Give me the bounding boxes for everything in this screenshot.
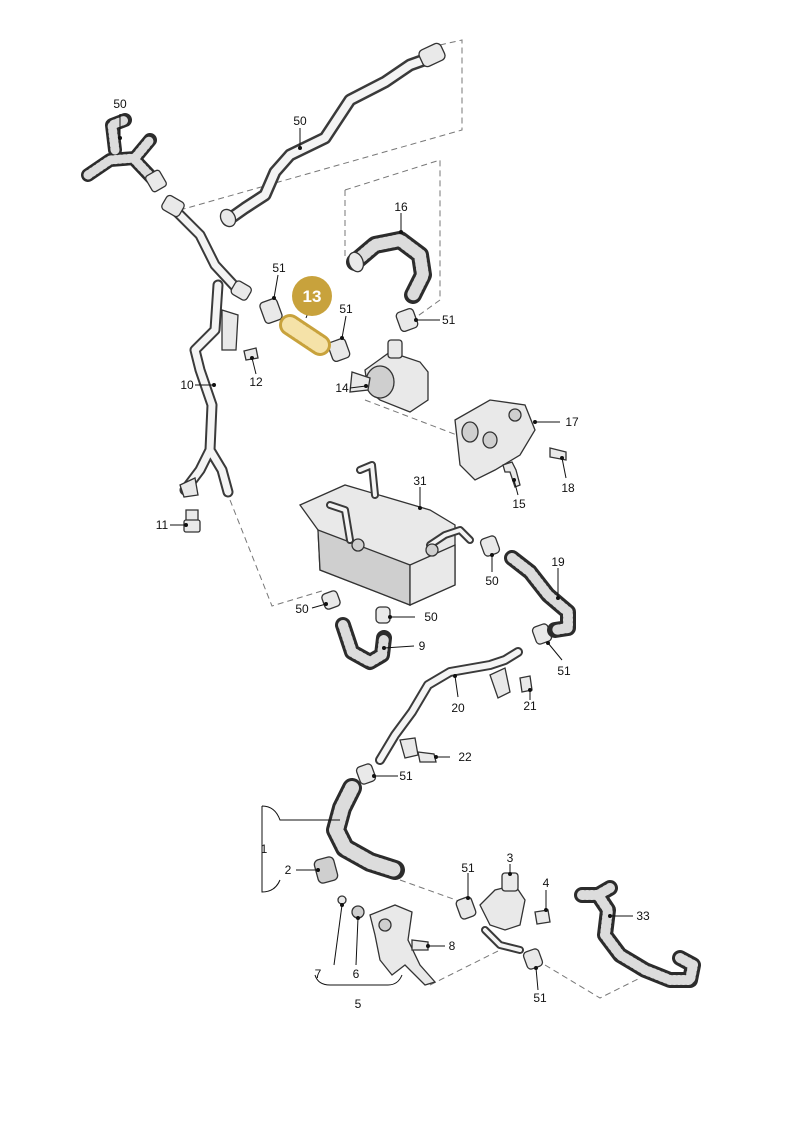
part-8-bolt[interactable] [411, 939, 429, 951]
leader-dots [118, 136, 612, 970]
part-9-hose[interactable] [335, 617, 392, 670]
callout-16: 16 [394, 200, 408, 214]
part-3-valve[interactable] [479, 872, 526, 954]
callout-51-upper-left: 51 [272, 261, 286, 275]
part-19-hose[interactable] [504, 550, 576, 638]
clamp-51-upper-left[interactable] [259, 298, 283, 325]
callout-32: 50 [293, 114, 307, 128]
callout-12: 12 [249, 375, 263, 389]
callout-50-lower: 51 [399, 769, 413, 783]
callout-50-right: 50 [485, 574, 499, 588]
part-15-bolt[interactable] [502, 461, 521, 488]
part-17-bracket[interactable] [454, 399, 536, 481]
part-22-bolt[interactable] [417, 751, 437, 763]
part-32-pipe[interactable] [217, 42, 446, 230]
part-4-bolt[interactable] [534, 909, 551, 925]
part-33-hose[interactable] [81, 113, 167, 193]
callout-8: 8 [449, 939, 456, 953]
clamp-51-lower-left[interactable] [455, 896, 477, 920]
callout-31: 33 [636, 909, 650, 923]
part-1-hose[interactable] [326, 778, 405, 880]
callout-5: 5 [355, 997, 362, 1011]
callout-14: 14 [335, 381, 349, 395]
part-20-pipe[interactable] [375, 647, 523, 765]
callout-51-upper-right: 51 [442, 313, 456, 327]
callout-21: 21 [523, 699, 537, 713]
part-16-hose[interactable] [346, 231, 432, 304]
callout-9: 9 [419, 639, 426, 653]
highlight-badge-label: 13 [303, 287, 322, 306]
clamp-50-center[interactable] [375, 606, 391, 624]
callout-51-lower-left: 51 [461, 861, 475, 875]
callout-50-center: 50 [424, 610, 438, 624]
clamp-51-upper-right[interactable] [395, 308, 419, 333]
part-10-pipe[interactable] [160, 194, 252, 498]
part-14-coolant-pump[interactable] [349, 339, 429, 413]
callout-50-lower-right: 51 [557, 664, 571, 678]
part-13-hose-highlighted[interactable] [279, 314, 331, 356]
callout-4: 4 [543, 876, 550, 890]
dashed-reference-lines [179, 39, 641, 999]
callout-11: 11 [156, 518, 169, 532]
clamp-50-lower[interactable] [355, 763, 377, 785]
callout-10: 10 [180, 378, 194, 392]
highlight-badge-circle [292, 276, 332, 316]
callout-1: 1 [261, 842, 268, 856]
callout-17: 17 [565, 415, 579, 429]
clamp-50-right[interactable] [479, 535, 501, 557]
clamp-51-lower-right[interactable] [522, 948, 544, 970]
callout-33: 50 [113, 97, 127, 111]
callout-15: 15 [512, 497, 526, 511]
callout-2: 2 [285, 863, 292, 877]
highlight-badge-13[interactable]: 13 [292, 276, 332, 316]
callout-51-mid: 51 [339, 302, 353, 316]
clamp-50-left[interactable] [321, 590, 342, 611]
callout-7: 7 [315, 967, 322, 981]
part-30-oil-cooler[interactable] [299, 461, 474, 607]
callout-6: 6 [353, 967, 360, 981]
callout-3: 3 [507, 851, 514, 865]
callout-30: 31 [413, 474, 427, 488]
callout-18: 18 [561, 481, 575, 495]
callout-20: 20 [451, 701, 465, 715]
part-11-bolt[interactable] [183, 509, 201, 533]
callout-labels: 50 50 16 51 51 51 12 14 10 17 18 15 31 1… [113, 97, 650, 1011]
callout-19: 19 [551, 555, 565, 569]
part-2-clamp[interactable] [313, 856, 339, 884]
callout-51-lower-right: 51 [533, 991, 547, 1005]
callout-22: 22 [458, 750, 472, 764]
callout-50-left: 50 [295, 602, 309, 616]
clamp-51-mid[interactable] [327, 338, 351, 363]
part-7-nut[interactable] [337, 895, 347, 905]
part-12-bolt[interactable] [243, 347, 259, 361]
part-31-hose[interactable] [574, 880, 701, 988]
part-5-bracket[interactable] [369, 904, 437, 986]
